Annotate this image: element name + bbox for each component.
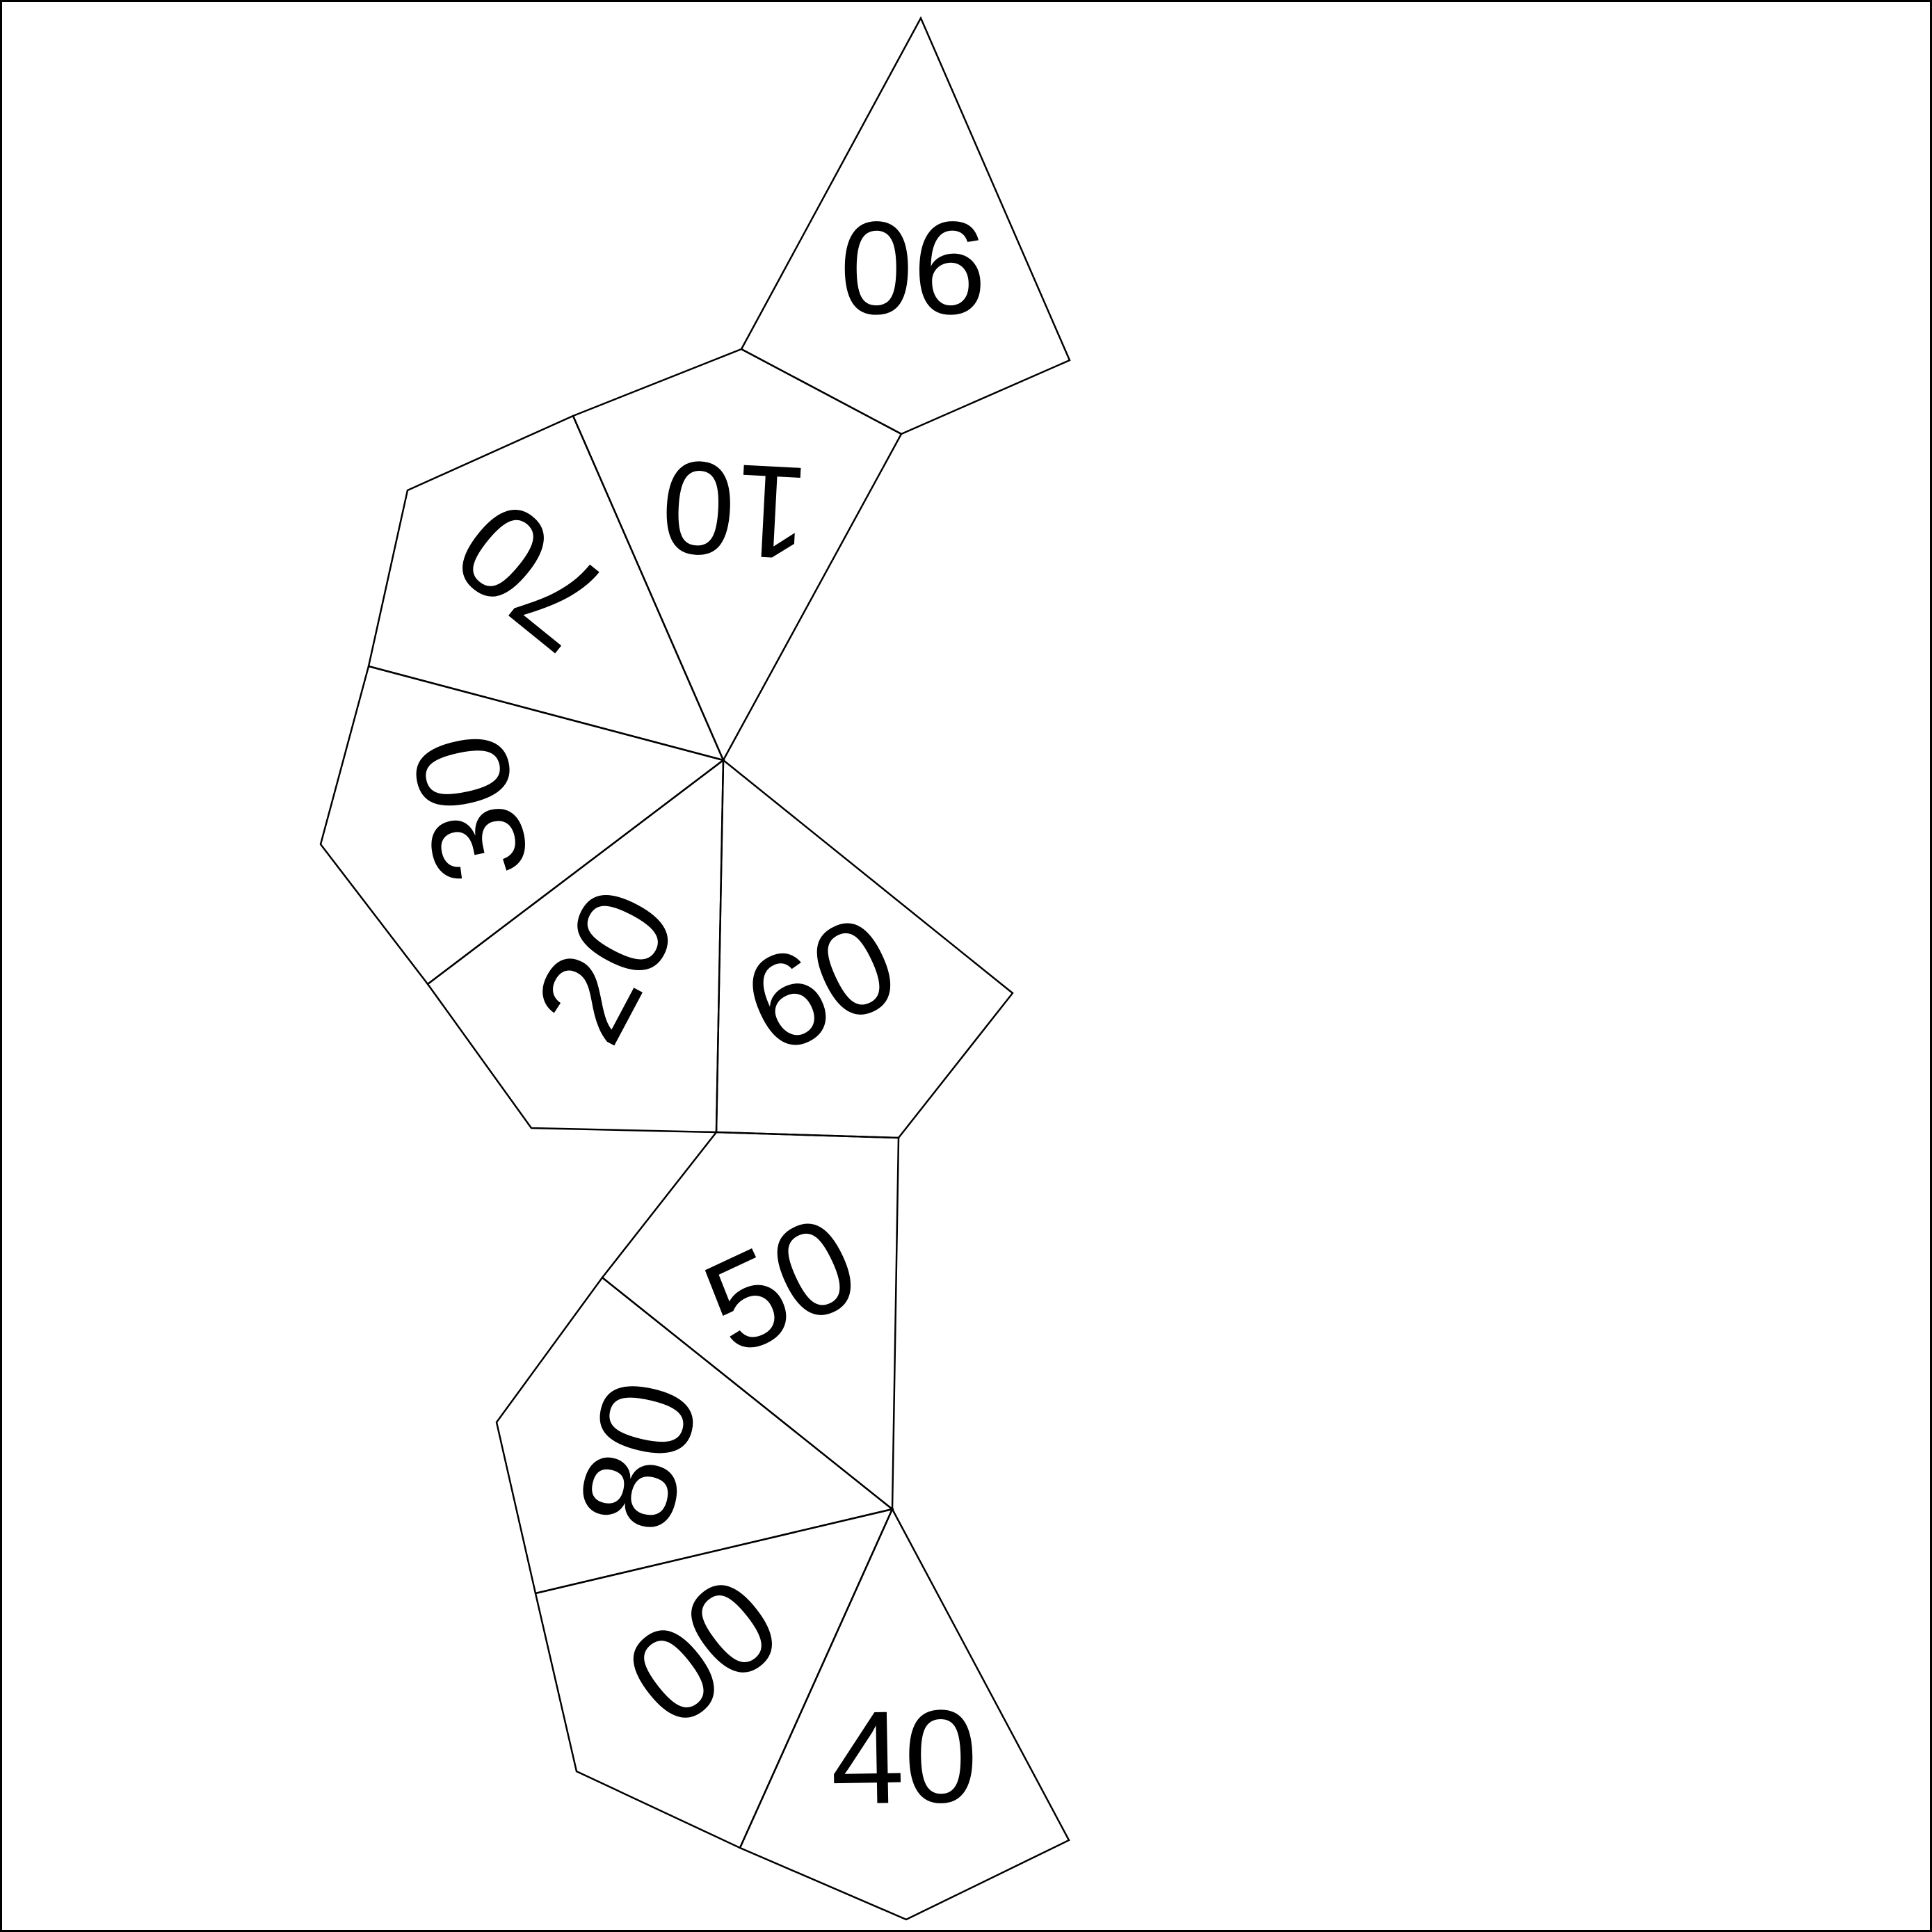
- face-label-10: 10: [658, 433, 812, 588]
- face-label-30: 30: [383, 721, 558, 896]
- face-40-kite: [739, 1507, 1070, 1921]
- face-label-90: 90: [839, 194, 986, 341]
- face-label-40: 40: [829, 1682, 979, 1833]
- face-label-80: 80: [550, 1367, 727, 1544]
